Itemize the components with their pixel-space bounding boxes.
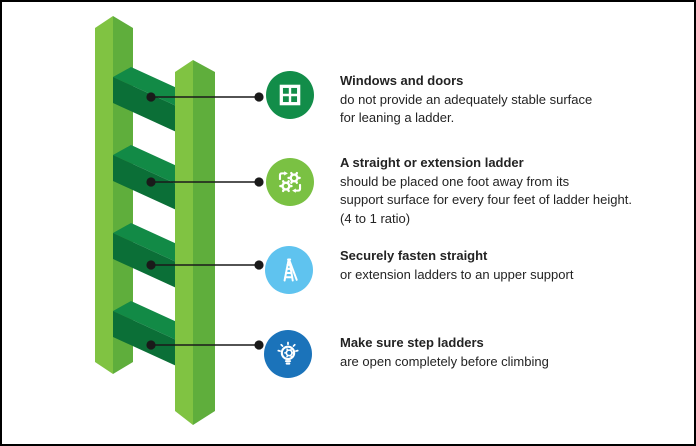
right-rail-light-face — [175, 60, 193, 425]
connector-line-2 — [146, 177, 264, 187]
callout-securely-fasten: Securely fasten straight or extension la… — [340, 247, 573, 284]
callout-text-line: (4 to 1 ratio) — [340, 210, 411, 226]
connector-dot — [146, 260, 156, 270]
callout-text-line: or extension ladders to an upper support — [340, 266, 574, 282]
connector-dot — [146, 340, 156, 350]
connector-dot — [254, 340, 264, 350]
connector-dot — [254, 92, 264, 102]
callout-title: Windows and doors — [340, 73, 464, 88]
step-ladder-icon — [265, 246, 313, 294]
callout-extension-ladder: A straight or extension ladder should be… — [340, 154, 632, 228]
connector-line-1 — [146, 92, 264, 102]
connector-dot — [146, 177, 156, 187]
right-rail-dark-face — [193, 60, 215, 425]
left-rail-light-face — [95, 16, 113, 374]
connector-line-4 — [146, 340, 264, 350]
callout-windows-and-doors: Windows and doors do not provide an adeq… — [340, 72, 592, 128]
connector-dot — [254, 177, 264, 187]
callout-text-line: should be placed one foot away from its — [340, 173, 570, 189]
connector-dot — [254, 260, 264, 270]
rung-4-front-face — [113, 311, 183, 369]
callout-step-ladders: Make sure step ladders are open complete… — [340, 334, 549, 371]
gears-process-icon — [266, 158, 314, 206]
callout-text-line: are open completely before climbing — [340, 353, 549, 369]
callout-title: Securely fasten straight — [340, 248, 488, 263]
callout-title: A straight or extension ladder — [340, 155, 524, 170]
connector-dot — [146, 92, 156, 102]
rung-1-front-face — [113, 77, 183, 135]
idea-bulb-gear-icon — [264, 330, 312, 378]
callout-title: Make sure step ladders — [340, 335, 484, 350]
connector-line-3 — [146, 260, 264, 270]
callout-text-line: support surface for every four feet of l… — [340, 192, 632, 207]
callout-text-line: for leaning a ladder. — [340, 110, 455, 125]
window-icon — [266, 71, 314, 119]
callout-text-line: do not provide an adequately stable surf… — [340, 91, 593, 107]
